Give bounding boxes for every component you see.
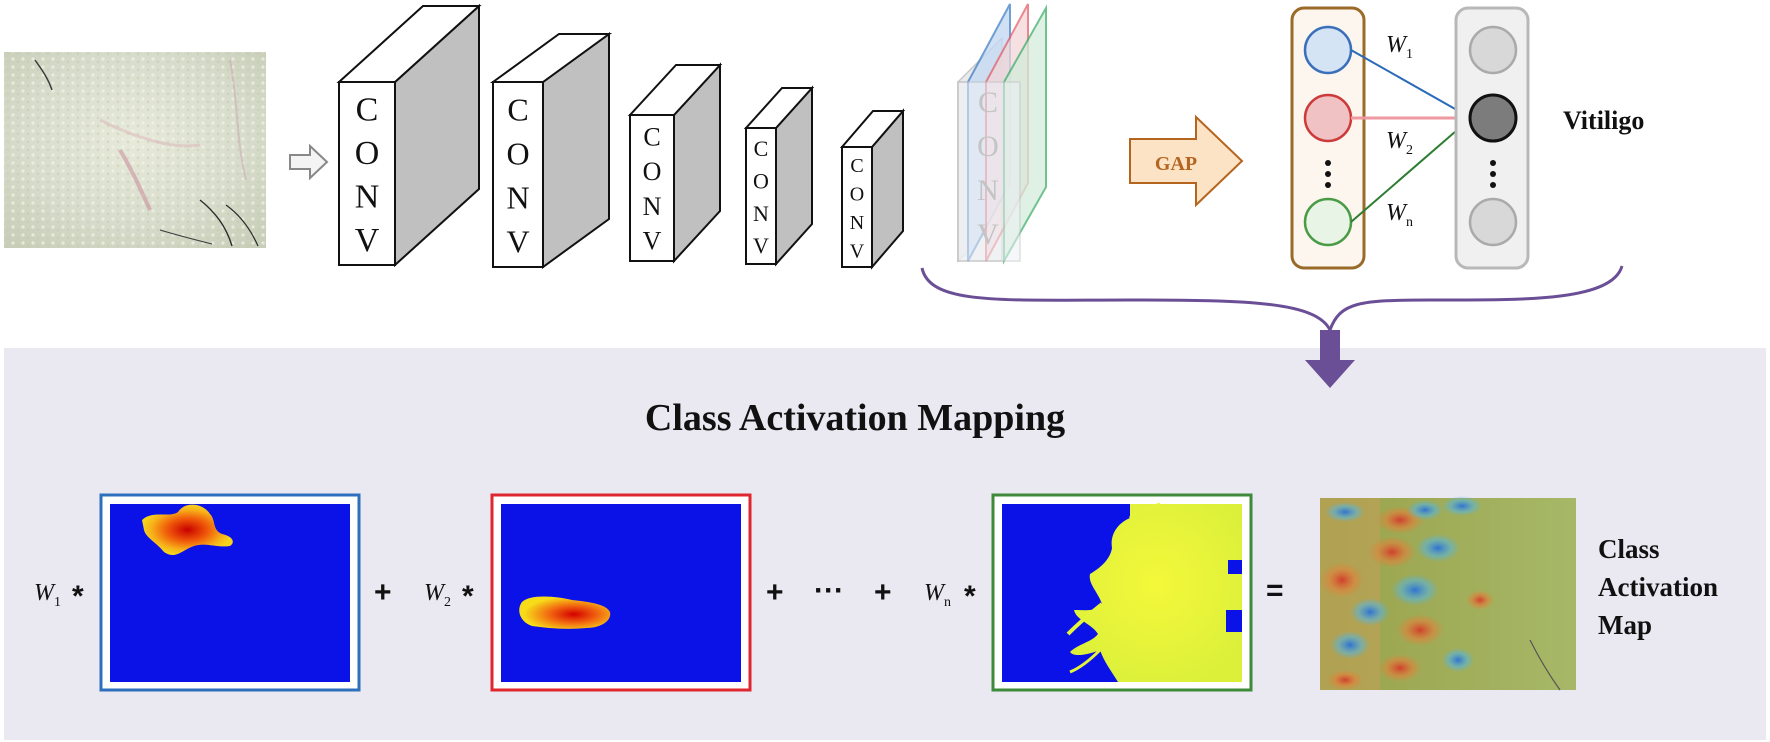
conv-letter: C bbox=[507, 91, 528, 127]
output-node bbox=[1468, 25, 1518, 75]
ellipsis-dot bbox=[1325, 160, 1331, 166]
multiply-operator: * bbox=[462, 580, 474, 613]
cam-result-label: Class Activation Map bbox=[1598, 530, 1718, 644]
down-arrow-icon bbox=[1305, 330, 1355, 388]
weight-subscript: 1 bbox=[1406, 46, 1413, 62]
last-conv-letter: N bbox=[977, 174, 999, 207]
last-conv-letter: O bbox=[977, 130, 999, 163]
weight-subscript: 2 bbox=[1406, 142, 1413, 158]
ellipsis-operator: ··· bbox=[814, 574, 844, 607]
cam-result-label-line: Activation bbox=[1598, 572, 1718, 602]
gap-arrow: GAP bbox=[1129, 114, 1244, 208]
activation-map-n bbox=[991, 493, 1253, 692]
plus-operator: + bbox=[374, 576, 392, 609]
weight-symbol: W bbox=[34, 580, 54, 606]
ellipsis-dot bbox=[1490, 171, 1496, 177]
weight-line-w1 bbox=[1350, 49, 1472, 119]
gap-node-green bbox=[1303, 197, 1353, 247]
weight-subscript: n bbox=[1406, 214, 1413, 230]
output-node-column bbox=[1454, 6, 1530, 270]
conv-letter: V bbox=[753, 233, 769, 258]
weight-subscript: 2 bbox=[444, 594, 451, 610]
output-node bbox=[1468, 197, 1518, 247]
conv-letter: O bbox=[506, 135, 529, 171]
ellipsis-dot bbox=[1325, 171, 1331, 177]
output-class-label: Vitiligo bbox=[1563, 106, 1645, 135]
weight-subscript: n bbox=[944, 594, 951, 610]
feature-map-front bbox=[957, 81, 1021, 262]
weight-symbol: W bbox=[924, 580, 944, 606]
cam-title: Class Activation Mapping bbox=[644, 397, 1066, 439]
multiply-operator: * bbox=[964, 580, 976, 613]
activation-map-2 bbox=[490, 493, 752, 692]
conv-letter: V bbox=[643, 227, 662, 256]
weight-symbol: W bbox=[1386, 32, 1406, 58]
ellipsis-dot bbox=[1490, 160, 1496, 166]
plus-operator: + bbox=[874, 576, 892, 609]
conv-letter: C bbox=[850, 155, 863, 177]
multiply-operator: * bbox=[72, 580, 84, 613]
weight-label-w2: W2 bbox=[1386, 128, 1413, 159]
conv-block-front bbox=[629, 114, 675, 262]
cam-result-label-line: Map bbox=[1598, 610, 1652, 640]
conv-block-front bbox=[841, 146, 873, 268]
class-activation-map-image bbox=[1320, 496, 1576, 691]
conv-letter: V bbox=[506, 224, 529, 260]
ellipsis-dot bbox=[1490, 182, 1496, 188]
conv-letter: N bbox=[850, 212, 864, 234]
conv-letter: O bbox=[643, 157, 662, 186]
weight-symbol: W bbox=[1386, 200, 1406, 226]
equation-weight-w2: W2 bbox=[424, 580, 451, 611]
output-node-active bbox=[1468, 93, 1518, 143]
conv-letter: C bbox=[356, 91, 379, 128]
activation-map-1 bbox=[99, 493, 361, 692]
weight-subscript: 1 bbox=[54, 594, 61, 610]
equals-operator: = bbox=[1266, 574, 1284, 607]
equation-weight-w1: W1 bbox=[34, 580, 61, 611]
last-conv-letter: C bbox=[978, 86, 998, 119]
conv-letter: N bbox=[506, 180, 529, 216]
conv-block-front bbox=[492, 81, 544, 268]
gap-node-red bbox=[1303, 93, 1353, 143]
last-conv-letter: V bbox=[977, 218, 999, 251]
conv-letter: C bbox=[754, 136, 769, 161]
weight-symbol: W bbox=[424, 580, 444, 606]
weight-line-wn bbox=[1350, 117, 1472, 223]
conv-block-front bbox=[338, 81, 396, 266]
input-arrow-icon bbox=[289, 143, 329, 181]
weight-symbol: W bbox=[1386, 128, 1406, 154]
conv-letter: C bbox=[643, 122, 660, 151]
conv-letter: O bbox=[753, 168, 769, 193]
equation-weight-wn: Wn bbox=[924, 580, 951, 611]
input-skin-image bbox=[4, 52, 266, 248]
bracket-connector bbox=[920, 265, 1624, 388]
ellipsis-dot bbox=[1325, 182, 1331, 188]
weight-label-w1: W1 bbox=[1386, 32, 1413, 63]
conv-letter: V bbox=[850, 241, 865, 263]
conv-letter: O bbox=[850, 183, 864, 205]
conv-block-front bbox=[745, 127, 777, 265]
conv-letter: V bbox=[355, 222, 380, 259]
feature-map-stack: C O N V bbox=[957, 3, 1047, 265]
weight-label-wn: Wn bbox=[1386, 200, 1413, 231]
conv-letter: O bbox=[355, 135, 380, 172]
gap-node-blue bbox=[1303, 25, 1353, 75]
conv-letter: N bbox=[753, 201, 769, 226]
gap-label: GAP bbox=[1155, 153, 1197, 175]
conv-letter: N bbox=[355, 178, 380, 215]
cam-result-label-line: Class bbox=[1598, 534, 1660, 564]
conv-letter: N bbox=[643, 192, 662, 221]
gap-node-column bbox=[1290, 6, 1366, 270]
plus-operator: + bbox=[766, 576, 784, 609]
